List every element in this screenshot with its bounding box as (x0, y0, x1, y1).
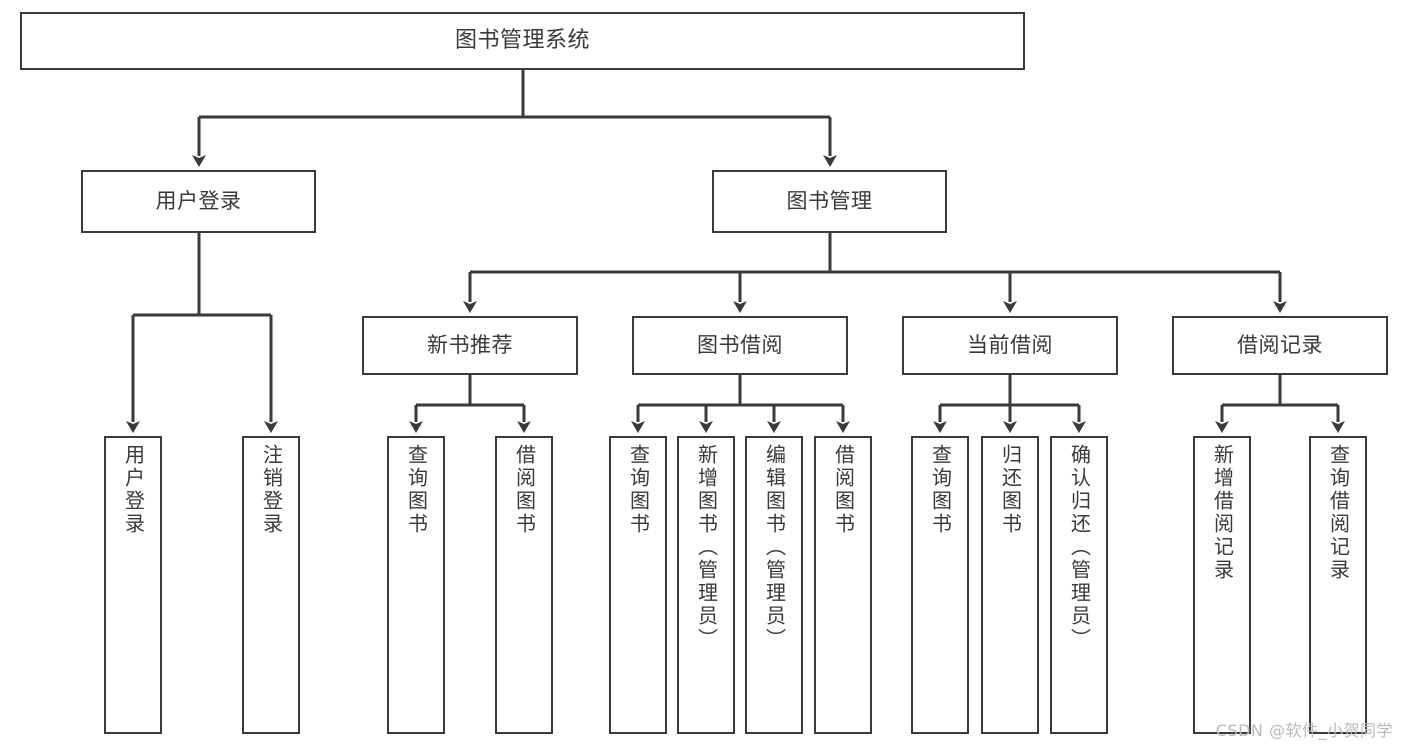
leaf-query-book-3-label: 查询图书 (928, 444, 953, 536)
node-book-manage[interactable]: 图书管理 (712, 170, 947, 233)
leaf-query-book-3[interactable]: 查询图书 (911, 436, 969, 734)
leaf-return-book[interactable]: 归还图书 (981, 436, 1039, 734)
leaf-edit-book-admin[interactable]: 编辑图书（管理员） (745, 436, 803, 734)
leaf-borrow-book-2[interactable]: 借阅图书 (814, 436, 872, 734)
leaf-user-login-label: 用户登录 (121, 444, 146, 536)
leaf-confirm-return-admin-label: 确认归还（管理员） (1067, 444, 1092, 651)
leaf-borrow-book-1-label: 借阅图书 (512, 444, 537, 536)
node-new-book-recommend-label: 新书推荐 (427, 333, 513, 358)
leaf-edit-book-admin-label: 编辑图书（管理员） (762, 444, 787, 651)
leaf-query-book-1-label: 查询图书 (404, 444, 429, 536)
leaf-add-borrow-record-label: 新增借阅记录 (1210, 444, 1235, 582)
leaf-add-borrow-record[interactable]: 新增借阅记录 (1193, 436, 1251, 734)
leaf-borrow-book-2-label: 借阅图书 (831, 444, 856, 536)
leaf-add-book-admin-label: 新增图书（管理员） (694, 444, 719, 651)
leaf-query-borrow-record-label: 查询借阅记录 (1326, 444, 1351, 582)
node-book-borrow-label: 图书借阅 (697, 333, 783, 358)
leaf-return-book-label: 归还图书 (998, 444, 1023, 536)
node-new-book-recommend[interactable]: 新书推荐 (362, 316, 578, 375)
leaf-query-borrow-record[interactable]: 查询借阅记录 (1309, 436, 1367, 734)
node-current-borrow[interactable]: 当前借阅 (902, 316, 1118, 375)
leaf-user-login[interactable]: 用户登录 (104, 436, 162, 734)
leaf-add-book-admin[interactable]: 新增图书（管理员） (677, 436, 735, 734)
node-current-borrow-label: 当前借阅 (967, 333, 1053, 358)
node-borrow-record[interactable]: 借阅记录 (1172, 316, 1388, 375)
leaf-borrow-book-1[interactable]: 借阅图书 (495, 436, 553, 734)
node-user-login-label: 用户登录 (155, 189, 242, 214)
leaf-query-book-2-label: 查询图书 (626, 444, 651, 536)
leaf-query-book-1[interactable]: 查询图书 (387, 436, 445, 734)
leaf-confirm-return-admin[interactable]: 确认归还（管理员） (1050, 436, 1108, 734)
node-root-label: 图书管理系统 (454, 28, 590, 54)
watermark: CSDN @软件_小贺同学 (1215, 721, 1393, 740)
node-user-login[interactable]: 用户登录 (81, 170, 316, 233)
node-book-borrow[interactable]: 图书借阅 (632, 316, 848, 375)
node-borrow-record-label: 借阅记录 (1237, 333, 1323, 358)
node-book-manage-label: 图书管理 (786, 189, 873, 214)
leaf-query-book-2[interactable]: 查询图书 (609, 436, 667, 734)
leaf-logout-login-label: 注销登录 (259, 444, 284, 536)
node-root[interactable]: 图书管理系统 (20, 12, 1025, 70)
leaf-logout-login[interactable]: 注销登录 (242, 436, 300, 734)
